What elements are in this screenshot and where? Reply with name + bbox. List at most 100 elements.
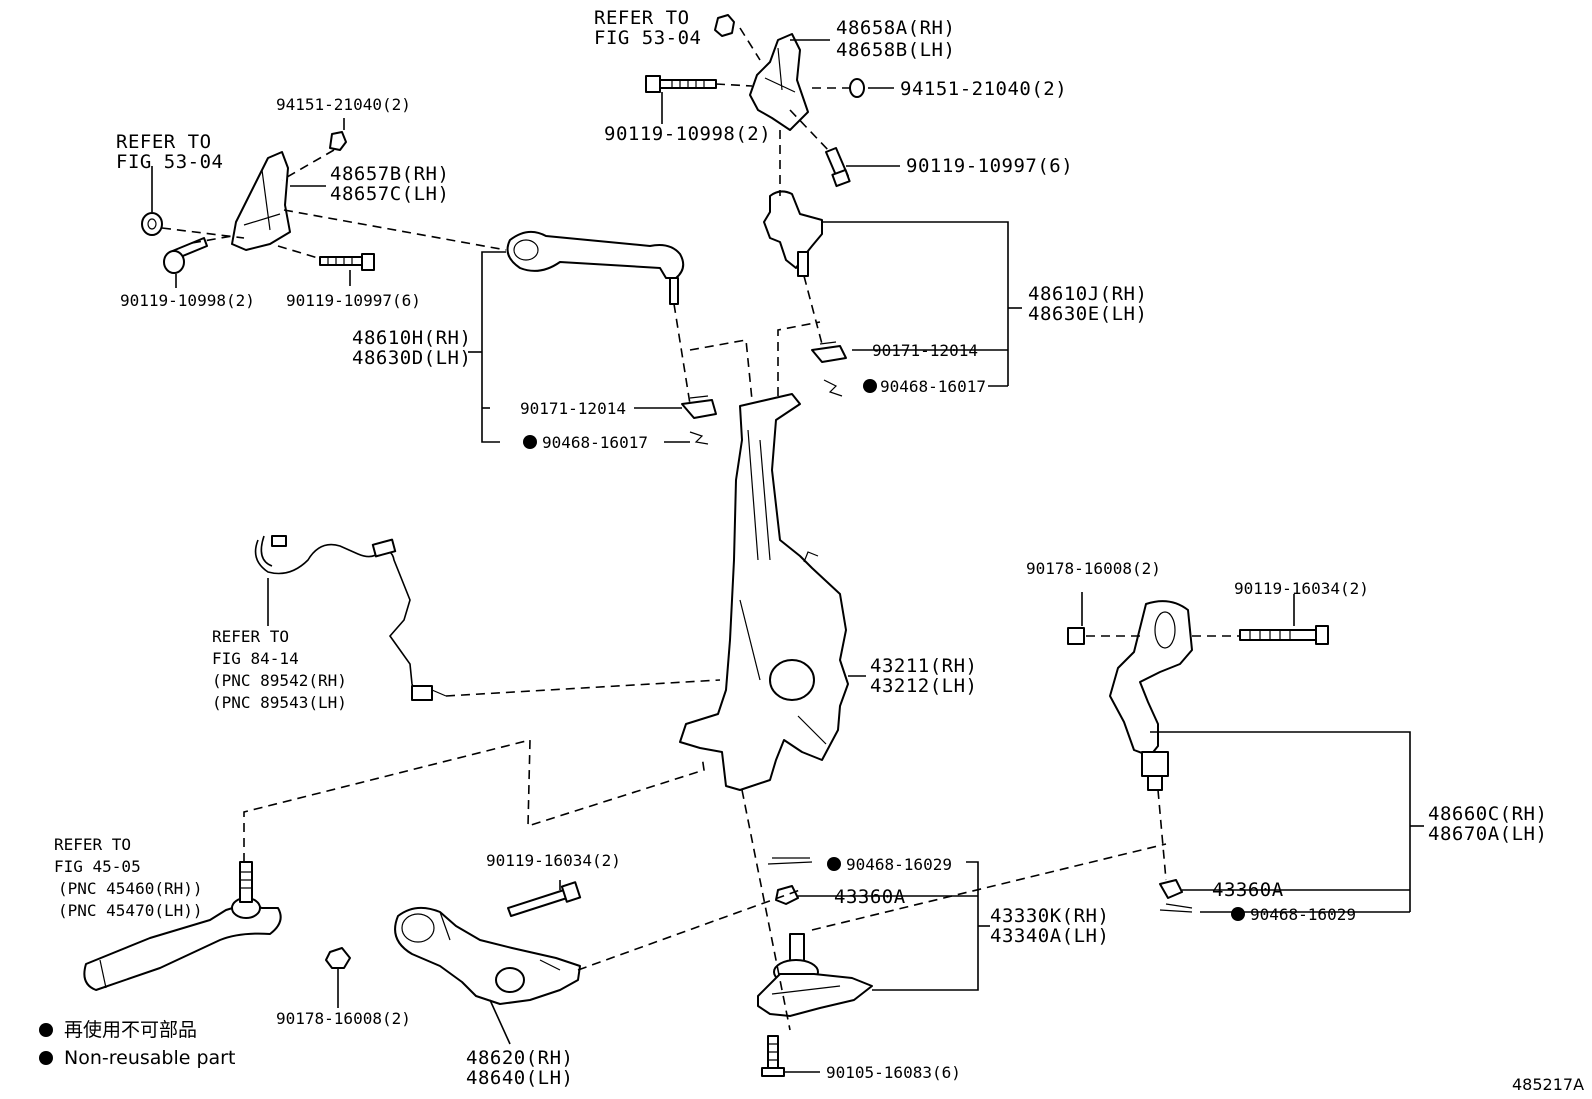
callout-90119-10998-top: 90119-10998(2) bbox=[604, 123, 771, 145]
svg-text:90468-16017: 90468-16017 bbox=[880, 377, 986, 396]
callout-94151-left: 94151-21040(2) bbox=[276, 95, 411, 114]
svg-text:90468-16017: 90468-16017 bbox=[542, 433, 648, 452]
svg-text:48630E(LH): 48630E(LH) bbox=[1028, 303, 1147, 325]
callout-48657: 48657B(RH) 48657C(LH) bbox=[330, 163, 449, 205]
callout-48620: 48620(RH) 48640(LH) bbox=[466, 1047, 573, 1089]
bolt-90119-16034-right bbox=[1239, 625, 1329, 645]
svg-text:REFER TO: REFER TO bbox=[212, 627, 289, 646]
steering-knuckle-43211 bbox=[679, 393, 849, 791]
callout-48658: 48658A(RH) 48658B(LH) bbox=[836, 17, 955, 61]
pin-90468-16029-right bbox=[1159, 903, 1193, 913]
callout-43330: 43330K(RH) 43340A(LH) bbox=[990, 905, 1109, 947]
svg-text:48657B(RH): 48657B(RH) bbox=[330, 163, 449, 185]
callout-90171-left: 90171-12014 bbox=[520, 399, 626, 418]
callout-refer-53-04-left: REFER TO FIG 53-04 bbox=[116, 131, 223, 173]
lower-arm-48660C bbox=[1109, 600, 1193, 791]
assembly-lines bbox=[161, 27, 1240, 1031]
upper-rear-bracket-48657 bbox=[231, 151, 291, 251]
bolt-90105-16083 bbox=[761, 1035, 785, 1077]
callout-refer-53-04-top: REFER TO FIG 53-04 bbox=[594, 7, 701, 49]
bolt-90119-10997-top bbox=[825, 147, 851, 188]
svg-text:48658B(LH): 48658B(LH) bbox=[836, 39, 955, 61]
svg-text:(PNC 89543(LH): (PNC 89543(LH) bbox=[212, 693, 347, 712]
callout-90178-left: 90178-16008(2) bbox=[276, 1009, 411, 1028]
svg-text:90468-16029: 90468-16029 bbox=[1250, 905, 1356, 924]
callout-refer-84-14: REFER TO FIG 84-14 (PNC 89542(RH) (PNC 8… bbox=[212, 627, 347, 712]
svg-text:FIG 53-04: FIG 53-04 bbox=[594, 27, 701, 49]
svg-text:(PNC 45460(RH)): (PNC 45460(RH)) bbox=[58, 879, 203, 898]
callout-90468-16017-left: 90468-16017 bbox=[523, 433, 648, 452]
callout-43211: 43211(RH) 43212(LH) bbox=[870, 655, 977, 697]
callout-94151-top: 94151-21040(2) bbox=[900, 78, 1067, 100]
lower-arm-48620 bbox=[394, 906, 581, 1005]
tie-rod-end bbox=[83, 861, 282, 991]
callout-48610J: 48610J(RH) 48630E(LH) bbox=[1028, 283, 1147, 325]
leader-lines bbox=[151, 39, 1424, 1073]
nut-94151-top bbox=[849, 78, 865, 98]
svg-text:48610J(RH): 48610J(RH) bbox=[1028, 283, 1147, 305]
svg-text:48610H(RH): 48610H(RH) bbox=[352, 327, 471, 349]
pin-90468-16029-mid bbox=[767, 857, 813, 865]
svg-text:43211(RH): 43211(RH) bbox=[870, 655, 977, 677]
svg-text:43340A(LH): 43340A(LH) bbox=[990, 925, 1109, 947]
top-nut-53-04 bbox=[714, 14, 735, 37]
svg-text:(PNC 89542(RH): (PNC 89542(RH) bbox=[212, 671, 347, 690]
svg-text:43330K(RH): 43330K(RH) bbox=[990, 905, 1109, 927]
legend-jp: 再使用不可部品 bbox=[64, 1019, 197, 1041]
svg-text:48630D(LH): 48630D(LH) bbox=[352, 347, 471, 369]
svg-text:43212(LH): 43212(LH) bbox=[870, 675, 977, 697]
upper-ball-joint-48610J bbox=[763, 190, 823, 277]
svg-text:FIG 84-14: FIG 84-14 bbox=[212, 649, 299, 668]
bolt-90178-16008-right bbox=[1067, 627, 1085, 645]
abs-sensor-harness bbox=[254, 535, 447, 701]
svg-text:48660C(RH): 48660C(RH) bbox=[1428, 803, 1547, 825]
bolt-90178-16008-left bbox=[325, 947, 351, 969]
svg-text:(PNC 45470(LH)): (PNC 45470(LH)) bbox=[58, 901, 203, 920]
callout-90119-10997-top: 90119-10997(6) bbox=[906, 155, 1073, 177]
callout-43360A-right: 43360A bbox=[1212, 879, 1284, 901]
callout-90171-right: 90171-12014 bbox=[872, 341, 978, 360]
callout-90105: 90105-16083(6) bbox=[826, 1063, 961, 1082]
callout-90119-10998-left: 90119-10998(2) bbox=[120, 291, 255, 310]
svg-text:FIG 53-04: FIG 53-04 bbox=[116, 151, 223, 173]
callout-90468-16017-right: 90468-16017 bbox=[863, 377, 986, 396]
svg-text:48620(RH): 48620(RH) bbox=[466, 1047, 573, 1069]
bolt-90119-10997-left bbox=[319, 253, 375, 271]
nut-90171-right bbox=[811, 341, 847, 363]
legend-en: Non-reusable part bbox=[64, 1047, 235, 1069]
bolt-90119-10998-top bbox=[645, 75, 717, 93]
svg-text:48670A(LH): 48670A(LH) bbox=[1428, 823, 1547, 845]
callout-90178-right: 90178-16008(2) bbox=[1026, 559, 1161, 578]
nut-90171-left bbox=[681, 395, 717, 419]
nut-94151-left bbox=[329, 131, 347, 151]
svg-text:REFER TO: REFER TO bbox=[594, 7, 690, 29]
svg-text:48658A(RH): 48658A(RH) bbox=[836, 17, 955, 39]
bushing-refer-53-04-left bbox=[141, 212, 163, 236]
callout-90119-10997-left: 90119-10997(6) bbox=[286, 291, 421, 310]
lower-ball-joint-43330 bbox=[757, 933, 873, 1017]
callout-43360A-mid: 43360A bbox=[834, 886, 906, 908]
bolt-90119-16034-left bbox=[507, 881, 582, 917]
nut-43360A-right bbox=[1159, 879, 1183, 899]
pin-90468-16017-left bbox=[689, 431, 709, 445]
svg-text:REFER TO: REFER TO bbox=[54, 835, 131, 854]
figure-code: 485217A bbox=[1512, 1075, 1584, 1094]
legend: 再使用不可部品 Non-reusable part bbox=[39, 1019, 235, 1069]
callout-90119-16034-left: 90119-16034(2) bbox=[486, 851, 621, 870]
svg-text:REFER TO: REFER TO bbox=[116, 131, 212, 153]
svg-text:90468-16029: 90468-16029 bbox=[846, 855, 952, 874]
callout-48660: 48660C(RH) 48670A(LH) bbox=[1428, 803, 1547, 845]
callout-refer-45-05: REFER TO FIG 45-05 (PNC 45460(RH)) (PNC … bbox=[54, 835, 203, 920]
upper-front-bracket-48658 bbox=[749, 33, 809, 131]
callout-90468-16029-mid: 90468-16029 bbox=[827, 855, 952, 874]
upper-arm-48610H bbox=[506, 230, 685, 305]
callout-90119-16034-right: 90119-16034(2) bbox=[1234, 579, 1369, 598]
svg-text:48640(LH): 48640(LH) bbox=[466, 1067, 573, 1089]
svg-text:FIG 45-05: FIG 45-05 bbox=[54, 857, 141, 876]
callout-90468-16029-right: 90468-16029 bbox=[1231, 905, 1356, 924]
svg-text:48657C(LH): 48657C(LH) bbox=[330, 183, 449, 205]
nut-43360A-mid bbox=[775, 885, 799, 905]
callout-48610H: 48610H(RH) 48630D(LH) bbox=[352, 327, 471, 369]
pin-90468-16017-right bbox=[823, 379, 843, 397]
